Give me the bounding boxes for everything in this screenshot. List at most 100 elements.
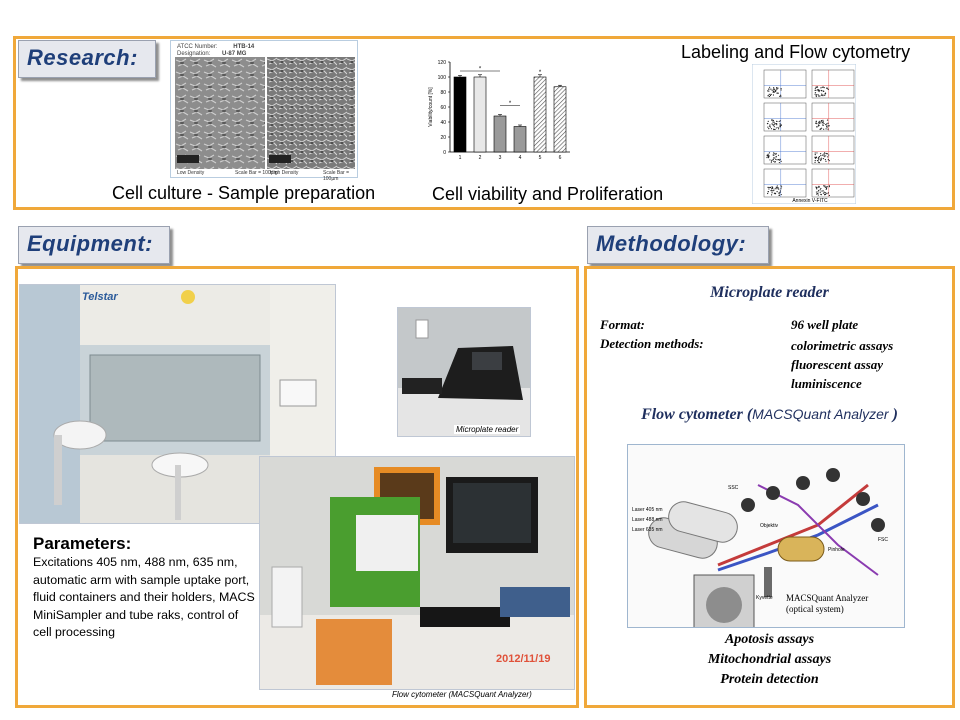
event-dot <box>814 92 817 94</box>
event-dot <box>825 192 827 194</box>
event-dot <box>776 124 778 126</box>
event-dot <box>775 158 777 160</box>
event-dot <box>779 124 781 126</box>
event-dot <box>823 122 825 125</box>
optical-system-diagram: Laser 405 nm Laser 488 nm Laser 635 nm O… <box>627 444 905 628</box>
event-dot <box>821 120 823 122</box>
event-dot <box>769 126 772 128</box>
microplate-photo-caption: Microplate reader <box>454 425 521 434</box>
event-dot <box>767 126 769 128</box>
event-dot <box>825 188 827 190</box>
event-dot <box>816 126 818 128</box>
laser-405-label: Laser 405 nm <box>632 507 663 513</box>
y-tick-label: 120 <box>438 60 447 66</box>
bar-6 <box>553 86 567 153</box>
high-density-micrograph <box>267 57 355 169</box>
event-dot <box>779 191 781 193</box>
event-dot <box>828 154 830 156</box>
event-dot <box>780 193 782 196</box>
y-tick-label: 80 <box>440 90 446 96</box>
event-dot <box>815 122 817 124</box>
event-dot <box>768 90 770 92</box>
event-dot <box>768 95 771 98</box>
event-dot <box>777 126 779 129</box>
x-tick-label: 2 <box>479 155 482 161</box>
research-label: Research: <box>18 40 156 78</box>
event-dot <box>766 156 768 159</box>
designation-value: U-87 MG <box>222 51 247 57</box>
event-dot <box>780 188 782 190</box>
event-dot <box>780 94 782 96</box>
event-dot <box>772 119 774 121</box>
event-dot <box>824 94 826 96</box>
event-dot <box>820 157 823 159</box>
event-dot <box>773 152 775 154</box>
event-dot <box>820 159 822 162</box>
parameters-block: Parameters: Excitations 405 nm, 488 nm, … <box>33 534 255 642</box>
event-dot <box>777 187 779 189</box>
flow-photo-caption: Flow cytometer (MACSQuant Analyzer) <box>392 690 532 699</box>
event-dot <box>773 123 775 125</box>
event-dot <box>774 90 776 93</box>
event-dot <box>825 124 827 126</box>
event-dot <box>825 186 827 188</box>
event-dot <box>768 186 770 189</box>
event-dot <box>773 87 775 89</box>
event-dot <box>821 86 823 88</box>
event-dot <box>771 89 773 91</box>
event-dot <box>775 90 777 92</box>
microplate-reader-photo: Microplate reader <box>397 307 531 437</box>
event-dot <box>821 122 823 124</box>
sig-mark: * <box>539 70 542 76</box>
event-dot <box>823 156 825 158</box>
event-dot <box>821 127 823 129</box>
event-dot <box>823 191 825 193</box>
event-dot <box>773 88 775 90</box>
event-dot <box>775 127 777 129</box>
event-dot <box>767 192 769 195</box>
kyvette-label: Kyvette <box>756 595 773 601</box>
event-dot <box>823 154 825 156</box>
event-dot <box>826 126 828 128</box>
event-dot <box>824 185 826 187</box>
laser-488-label: Laser 488 nm <box>632 517 663 523</box>
y-tick-label: 60 <box>440 105 446 111</box>
event-dot <box>778 188 780 190</box>
event-dot <box>772 94 775 96</box>
event-dot <box>768 88 770 90</box>
event-dot <box>814 161 816 163</box>
bar-5 <box>533 76 547 153</box>
low-density-micrograph <box>175 57 265 169</box>
equipment-frame <box>15 266 579 708</box>
event-dot <box>820 187 822 190</box>
flow-title-prefix: Flow cytometer ( <box>641 406 753 423</box>
event-dot <box>819 153 822 155</box>
event-dot <box>772 121 774 123</box>
event-dot <box>828 194 830 197</box>
event-dot <box>815 86 817 89</box>
event-dot <box>816 86 819 88</box>
event-dot <box>817 186 819 188</box>
event-dot <box>777 158 780 161</box>
y-axis-label: Viability/count [%] <box>428 87 434 127</box>
event-dot <box>773 160 775 162</box>
event-dot <box>814 159 816 162</box>
event-dot <box>772 190 774 192</box>
event-dot <box>768 152 771 154</box>
event-dot <box>776 185 778 187</box>
cell-culture-figure: ATCC Number: HTB-14 Designation: U-87 MG… <box>170 40 358 182</box>
parameters-text: Excitations 405 nm, 488 nm, 635 nm, auto… <box>33 555 255 640</box>
event-dot <box>822 190 824 192</box>
event-dot <box>818 90 820 93</box>
event-dot <box>767 95 769 97</box>
event-dot <box>779 123 781 125</box>
event-dot <box>820 154 822 157</box>
event-dot <box>773 128 775 131</box>
optical-caption-line1: MACSQuant Analyzer <box>786 593 869 603</box>
event-dot <box>774 193 776 195</box>
event-dot <box>814 153 816 156</box>
event-dot <box>819 122 821 124</box>
event-dot <box>827 122 829 124</box>
x-tick-label: 1 <box>459 155 462 161</box>
event-dot <box>820 194 822 196</box>
